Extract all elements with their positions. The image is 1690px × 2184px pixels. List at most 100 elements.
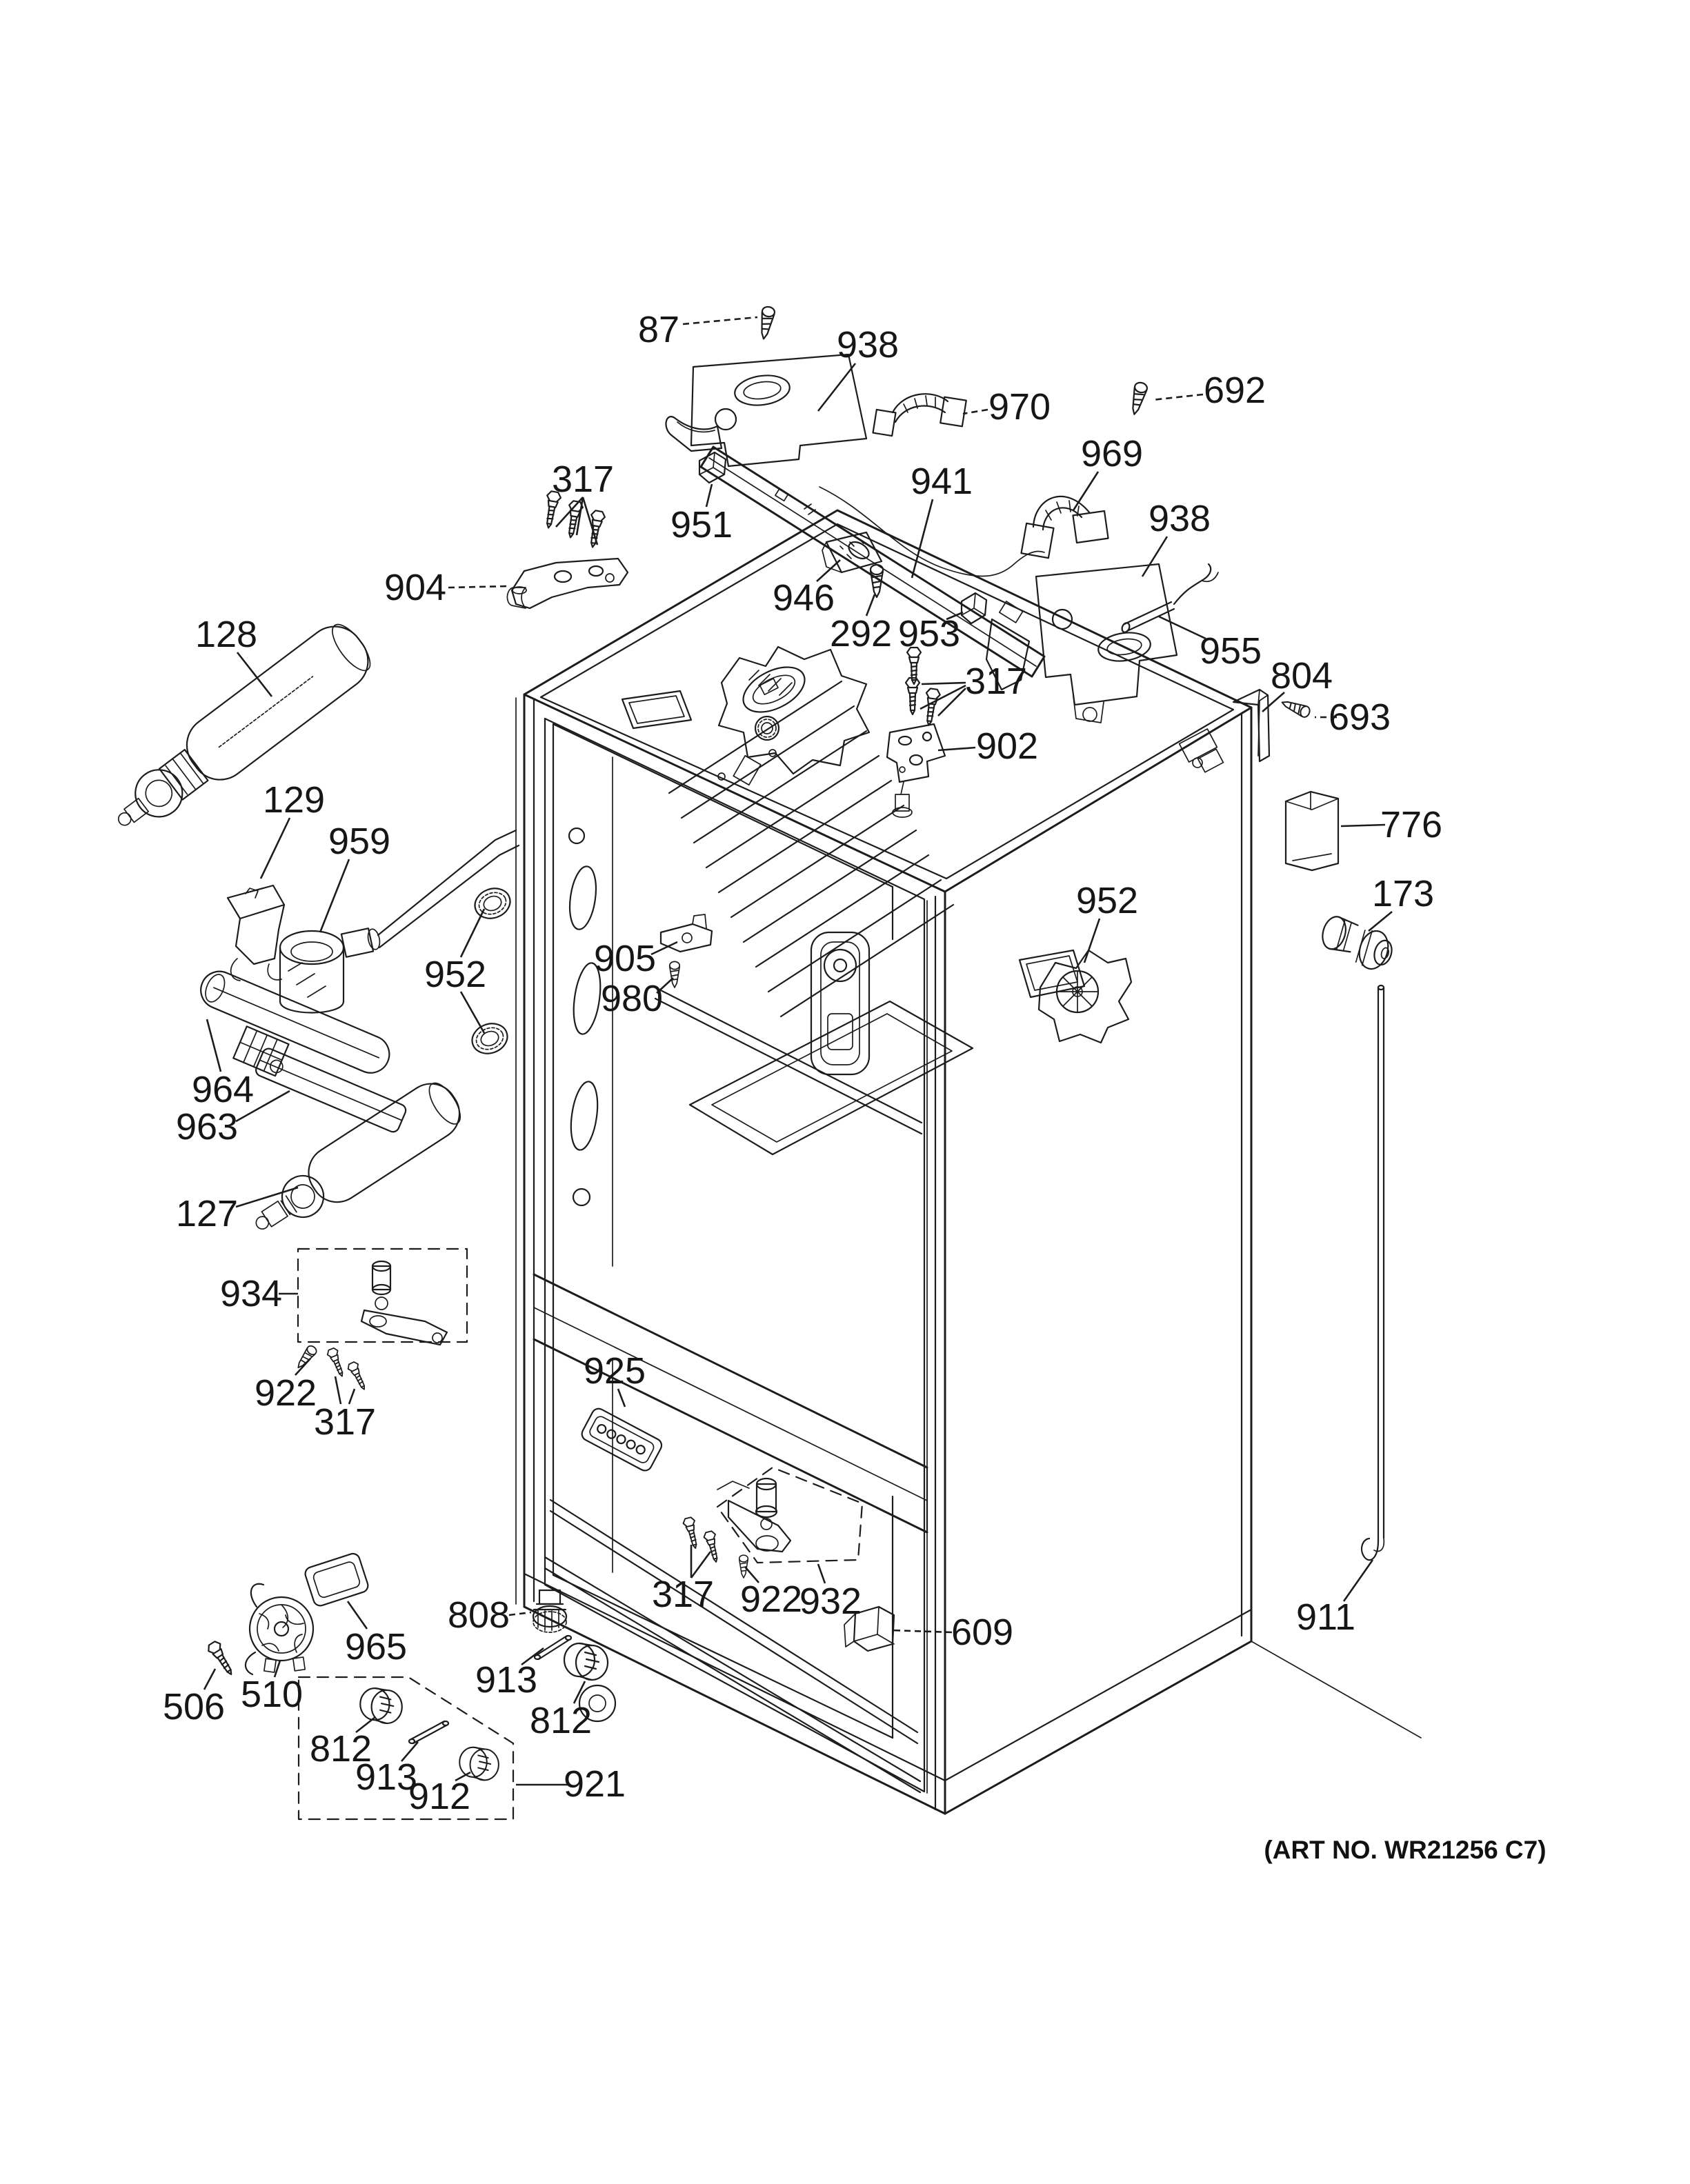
- leader-line: [401, 1741, 419, 1762]
- leader-line: [617, 1388, 626, 1407]
- air-duct: [810, 931, 871, 1076]
- leader-line: [1368, 910, 1393, 932]
- callout-292: 292: [830, 594, 892, 654]
- leader-line: [1151, 393, 1204, 401]
- callout-506: 506: [163, 1668, 225, 1727]
- part-number-label: 953: [898, 613, 960, 654]
- callout-963: 963: [176, 1090, 290, 1148]
- part-number-label: 952: [424, 954, 486, 995]
- part-87-screw: [757, 305, 777, 341]
- leader-line: [521, 1647, 544, 1666]
- part-921-roller-kit: [297, 1676, 515, 1821]
- callout-952-right: 952: [1076, 880, 1138, 963]
- callout-317-right: 317: [919, 661, 1027, 717]
- part-955-tube: [1121, 563, 1219, 633]
- leader-line: [334, 1376, 342, 1405]
- part-number-label: 925: [584, 1350, 646, 1392]
- part-number-label: 87: [638, 309, 679, 350]
- part-317-screw-ml-a: [325, 1346, 348, 1379]
- callout-808: 808: [448, 1594, 532, 1636]
- part-number-label: 812: [530, 1700, 592, 1741]
- part-173-coupler: [1322, 916, 1393, 970]
- part-808-grommet: [532, 1589, 568, 1633]
- part-number-label: 609: [951, 1612, 1013, 1653]
- part-129-bracket: [226, 884, 286, 981]
- part-317-screw-right-b: [904, 677, 921, 716]
- part-number-label: 921: [564, 1763, 626, 1805]
- part-number-label: 913: [355, 1756, 417, 1798]
- leader-line: [259, 817, 291, 879]
- part-number-label: 129: [263, 779, 325, 821]
- callout-317-freezer: 317: [652, 1545, 714, 1615]
- part-number-label: 911: [1296, 1596, 1355, 1638]
- callout-776: 776: [1340, 804, 1442, 845]
- freezer-interior: [544, 1359, 922, 1794]
- part-number-label: 922: [255, 1372, 317, 1414]
- part-number-label: 941: [911, 461, 973, 502]
- part-938-box-right: [1035, 563, 1178, 723]
- callout-959: 959: [319, 821, 390, 933]
- part-941-rail: [699, 445, 1046, 691]
- leader-line: [1072, 471, 1100, 511]
- part-number-label: 693: [1329, 697, 1391, 738]
- callout-921: 921: [516, 1763, 626, 1805]
- art-number: (ART NO. WR21256 C7): [1264, 1836, 1546, 1864]
- part-506-screw: [205, 1639, 238, 1679]
- part-number-label: 776: [1380, 804, 1442, 845]
- leader-line: [817, 1563, 826, 1584]
- part-number-label: 913: [475, 1659, 537, 1701]
- part-number-label: 127: [176, 1193, 238, 1234]
- right-side-panel: [1018, 728, 1224, 1044]
- callout-812-box: 812: [310, 1716, 376, 1770]
- leader-line: [921, 681, 966, 685]
- callout-127: 127: [176, 1186, 299, 1234]
- part-number-label: 938: [1149, 498, 1211, 539]
- callout-922-left: 922: [255, 1358, 317, 1414]
- part-932-valve: [717, 1477, 792, 1553]
- part-952-gasket-right: [1037, 949, 1133, 1044]
- part-number-label: 934: [220, 1273, 282, 1314]
- callout-951: 951: [670, 483, 733, 545]
- part-932-boundary: [716, 1466, 864, 1564]
- part-number-label: 932: [799, 1581, 862, 1622]
- callout-970: 970: [962, 386, 1051, 428]
- callout-941: 941: [911, 461, 973, 579]
- part-number-label: 905: [594, 938, 656, 979]
- part-number-label: 959: [328, 821, 390, 862]
- part-692-screw: [1127, 380, 1149, 417]
- leader-line: [1342, 1559, 1374, 1602]
- leader-line: [865, 594, 876, 617]
- callout-938-left: 938: [817, 324, 899, 412]
- callout-913-box: 913: [355, 1741, 419, 1798]
- leader-line: [508, 1611, 532, 1616]
- part-951-clip: [698, 451, 727, 484]
- part-number-label: 292: [830, 613, 892, 654]
- callout-902: 902: [937, 725, 1038, 767]
- callout-693: 693: [1315, 697, 1391, 738]
- callout-938-right: 938: [1141, 498, 1211, 577]
- leader-line: [962, 408, 988, 415]
- leader-line: [1141, 536, 1169, 577]
- part-number-label: 963: [176, 1106, 238, 1148]
- callout-804: 804: [1262, 655, 1333, 712]
- part-number-label: 951: [670, 504, 733, 545]
- leader-line: [705, 483, 713, 508]
- part-number-label: 510: [241, 1674, 303, 1715]
- leader-line: [690, 1551, 712, 1579]
- part-964-bracket: [200, 970, 390, 1077]
- callout-128: 128: [195, 614, 273, 697]
- callout-964: 964: [192, 1019, 254, 1110]
- leader-line: [575, 497, 584, 536]
- leader-line: [656, 977, 674, 994]
- part-number-label: 904: [384, 567, 446, 608]
- leader-line: [1083, 918, 1101, 963]
- leader-line: [946, 611, 964, 621]
- callout-934: 934: [220, 1273, 298, 1314]
- part-925-connector: [581, 1407, 663, 1472]
- callout-692: 692: [1151, 370, 1266, 411]
- callout-317-top-left: 317: [552, 459, 614, 545]
- callout-953: 953: [898, 611, 964, 654]
- top-surface-details: [621, 645, 946, 818]
